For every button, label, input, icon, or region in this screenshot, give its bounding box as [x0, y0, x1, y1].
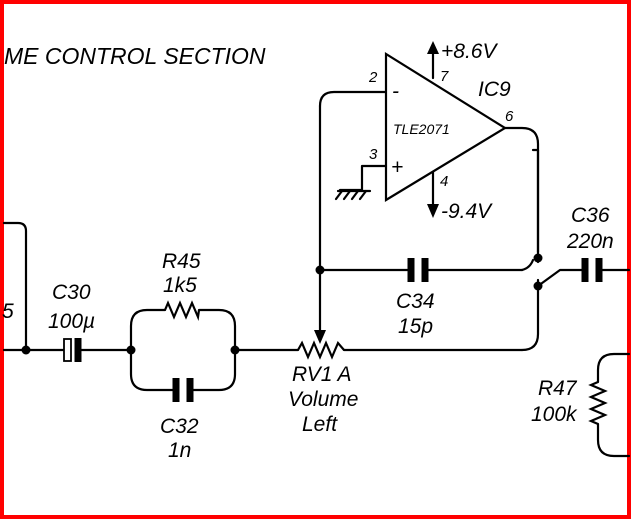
r47-ref: R47: [538, 377, 578, 400]
rv1-line2: Volume: [288, 388, 358, 411]
left-edge-wire: [2, 221, 28, 352]
c30-value: 100µ: [48, 310, 95, 333]
network-wires: [129, 308, 237, 392]
capacitor-c32: [172, 378, 194, 402]
ground-symbol-icon: [334, 189, 372, 201]
opamp-minus-sign: -: [392, 80, 399, 103]
wire-inverting-input: [318, 90, 388, 108]
c36-ref: C36: [571, 204, 610, 227]
section-title: ME CONTROL SECTION: [4, 43, 266, 69]
left-edge-fragment: 5: [2, 300, 14, 323]
pin-inverting: 2: [368, 69, 378, 86]
c36-value: 220n: [566, 230, 614, 253]
resistor-r45: [163, 300, 201, 322]
r45-value: 1k5: [163, 274, 197, 297]
r45-ref: R45: [162, 250, 201, 273]
pin-noninverting: 3: [369, 146, 378, 163]
c34-ref: C34: [396, 290, 435, 313]
wire-rv1-to-output: [520, 284, 540, 352]
rv1-line3: Left: [302, 413, 338, 436]
potentiometer-rv1: [297, 340, 345, 360]
junction-input: [21, 345, 31, 355]
c32-ref: C32: [160, 415, 199, 438]
wiper-arrow: [314, 330, 326, 344]
wire-r47: [596, 352, 631, 458]
opamp-ref: IC9: [478, 78, 511, 101]
wire-to-c36: [536, 268, 585, 288]
capacitor-c34: [407, 258, 429, 282]
vplus-label: +8.6V: [441, 40, 498, 63]
capacitor-c30: [63, 338, 82, 362]
arrow-down-icon: [427, 204, 439, 218]
wire-crossover: [520, 258, 535, 272]
c32-value: 1n: [168, 439, 191, 462]
opamp-plus-sign: +: [391, 156, 403, 179]
c34-value: 15p: [398, 315, 433, 338]
pin-vminus: 4: [440, 173, 448, 190]
c30-ref: C30: [52, 281, 91, 304]
r47-value: 100k: [531, 403, 578, 426]
opamp-triangle: [384, 52, 508, 202]
vminus-label: -9.4V: [441, 200, 493, 223]
pin-output: 6: [505, 108, 514, 125]
wire-opamp-output: [503, 126, 540, 254]
rv1-ref: RV1 A: [292, 363, 352, 386]
arrow-up-icon: [427, 41, 439, 54]
pin-vplus: 7: [440, 68, 449, 85]
opamp-model: TLE2071: [393, 121, 450, 137]
wire-noninverting-ground: [338, 164, 388, 192]
resistor-r47: [588, 380, 608, 426]
capacitor-c36: [581, 258, 603, 282]
